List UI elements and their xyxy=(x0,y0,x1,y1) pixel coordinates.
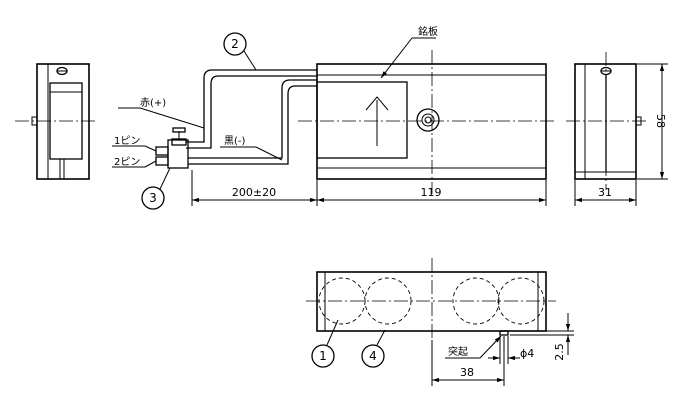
svg-text:31: 31 xyxy=(598,186,612,199)
dimension-height: 58 xyxy=(637,63,668,180)
bottom-view xyxy=(306,258,556,340)
protrusion-label: 突起 xyxy=(448,345,468,358)
balloon-2: 2 xyxy=(223,32,257,71)
wire-callouts: 赤(+) 黒(-) 1ピン 2ピン xyxy=(112,97,283,168)
right-end-view xyxy=(566,52,647,190)
black-wire-label: 黒(-) xyxy=(224,135,246,147)
pin2-label: 2ピン xyxy=(114,156,140,168)
svg-text:4: 4 xyxy=(369,349,377,363)
dimension-lead-length: 200±20 xyxy=(191,170,318,206)
svg-text:ϕ4: ϕ4 xyxy=(520,347,534,360)
lead-wires xyxy=(186,69,317,165)
pin1-label: 1ピン xyxy=(114,135,140,147)
nameplate-label: 銘板 xyxy=(418,25,438,38)
dimension-protrusion-pos: 38 xyxy=(431,336,505,386)
nameplate xyxy=(316,81,408,159)
dimension-body-length: 119 xyxy=(317,180,547,206)
dimension-protrusion-dia: ϕ4 xyxy=(488,336,534,364)
svg-text:1: 1 xyxy=(319,349,327,363)
dimension-protrusion-height: 2.5 xyxy=(510,313,574,361)
red-wire-label: 赤(+) xyxy=(140,97,166,109)
left-end-view xyxy=(15,63,96,180)
svg-text:2: 2 xyxy=(231,37,239,51)
nameplate-callout: 銘板 xyxy=(380,25,438,79)
svg-text:38: 38 xyxy=(460,366,474,379)
terminal-screw xyxy=(416,108,440,132)
svg-text:200±20: 200±20 xyxy=(232,186,276,199)
connector xyxy=(155,127,189,169)
dimension-side-width: 31 xyxy=(574,180,637,206)
protrusion-callout: 突起 xyxy=(445,335,502,359)
svg-text:3: 3 xyxy=(149,191,157,205)
balloon-4: 4 xyxy=(361,329,386,368)
balloon-3: 3 xyxy=(141,167,171,210)
svg-text:58: 58 xyxy=(654,114,667,128)
svg-text:2.5: 2.5 xyxy=(553,343,566,361)
svg-text:119: 119 xyxy=(421,186,442,199)
balloon-1: 1 xyxy=(311,319,339,368)
